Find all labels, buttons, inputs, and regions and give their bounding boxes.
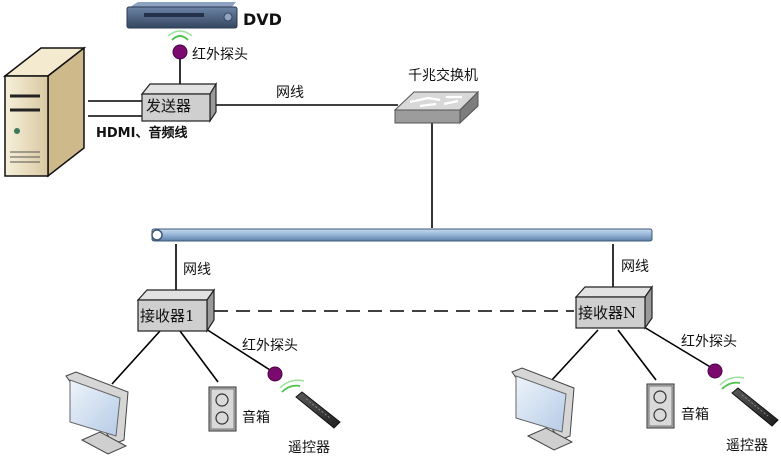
tx-ir-probe-label: 红外探头 <box>192 47 248 63</box>
dvd-player-icon <box>126 2 238 29</box>
tx-network-label: 网线 <box>276 85 304 101</box>
computer-tower-icon <box>2 46 87 178</box>
receiver-1-box <box>136 288 216 334</box>
rx1-monitor-icon <box>65 371 129 455</box>
rx1-ir-probe-label: 红外探头 <box>242 338 298 354</box>
rx1-ir-probe-icon <box>267 366 305 393</box>
rx1-network-label: 网线 <box>183 262 211 278</box>
gigabit-switch-icon <box>393 90 480 125</box>
rx1-tv-cable <box>111 330 161 385</box>
rx1-remote-control-icon <box>295 391 341 429</box>
rxN-remote-control-icon <box>731 387 779 427</box>
rxN-tv-cable <box>550 329 599 382</box>
rxN-network-label: 网线 <box>621 259 649 275</box>
rx1-speaker-cable <box>179 330 219 383</box>
transmitter-box <box>140 81 218 123</box>
rxN-monitor-icon <box>511 367 575 451</box>
receiver-n-box <box>574 285 654 330</box>
connections <box>88 58 713 385</box>
dvd-label: DVD <box>243 10 282 29</box>
network-backbone <box>151 228 653 242</box>
rxN-ir-probe-icon <box>707 363 745 390</box>
rxN-ir-probe-label: 红外探头 <box>681 334 737 350</box>
rx1-remote-label: 遥控器 <box>288 440 330 456</box>
switch-label: 千兆交换机 <box>408 68 478 84</box>
transmitter-label: 发送器 <box>146 97 192 115</box>
rx1-speaker-icon <box>208 386 237 432</box>
receiver-1-label: 接收器1 <box>140 307 195 325</box>
rx1-ir-cable <box>205 328 271 371</box>
rxN-speaker-label: 音箱 <box>681 407 709 423</box>
hdmi-audio-label: HDMI、音频线 <box>96 126 188 141</box>
tx-ir-probe-icon <box>167 30 193 60</box>
receiver-n-label: 接收器N <box>578 304 637 322</box>
rxN-ir-cable <box>643 326 713 369</box>
rx1-speaker-label: 音箱 <box>242 410 270 426</box>
rxN-speaker-cable <box>617 329 657 381</box>
rxN-remote-label: 遥控器 <box>726 438 768 454</box>
rxN-speaker-icon <box>646 383 675 429</box>
